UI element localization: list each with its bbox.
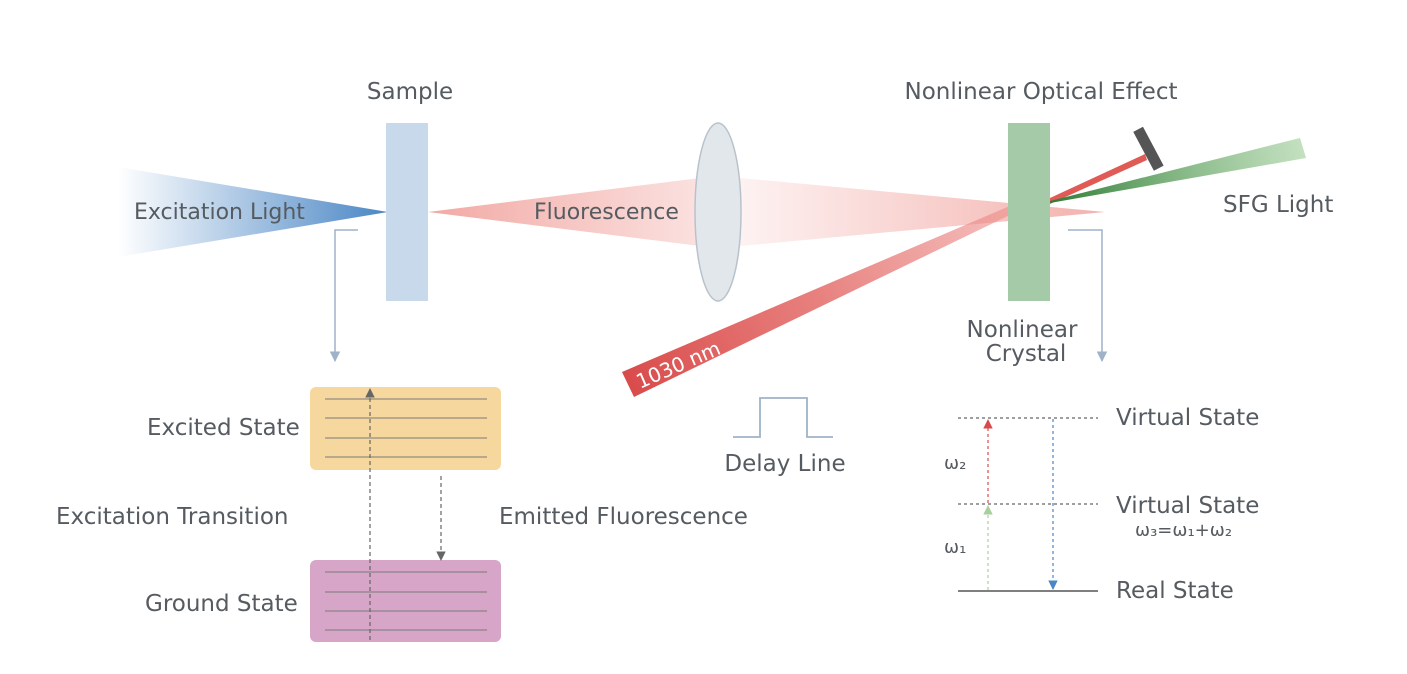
excitation-light-label: Excitation Light [134,200,305,225]
real-state-label: Real State [1116,578,1234,604]
omega-sum-label: ω₃=ω₁+ω₂ [1135,520,1233,541]
sample-connector [329,229,358,363]
excited-state-label: Excited State [147,415,300,441]
emitted-fluorescence-label: Emitted Fluorescence [499,504,748,530]
delay-line-symbol [733,397,833,438]
virtual-state-lower-label: Virtual State [1116,493,1260,519]
fluorescence-beam-out [740,178,1105,246]
fluorescence-beam-in [428,178,700,246]
sfg-light-label: SFG Light [1223,192,1334,218]
fluorescence-label: Fluorescence [534,200,679,225]
laser-wavelength-label: 1030 nm [632,336,724,394]
nonlinear-effect-label: Nonlinear Optical Effect [904,79,1178,105]
crystal-connector [1068,229,1108,363]
excitation-beam [118,167,388,257]
excited-state-levels [325,398,487,458]
excited-state-band [310,387,501,470]
nonlinear-crystal-label-line1: Nonlinear [966,317,1078,343]
virtual-state-upper-label: Virtual State [1116,405,1260,431]
nonlinear-crystal-label-line2: Crystal [985,341,1067,367]
residual-laser-beam [1050,154,1147,204]
ground-state-band [310,560,501,642]
omega1-label: ω₁ [944,537,967,558]
lens [694,122,742,302]
laser-beam-1030nm [622,205,1014,397]
sample-plate [386,123,428,301]
ground-state-label: Ground State [145,591,298,617]
sample-label: Sample [366,79,454,105]
delay-line-label: Delay Line [724,451,846,477]
sfg-beam [1050,138,1306,203]
omega2-label: ω₂ [944,453,967,474]
excitation-transition-label: Excitation Transition [56,504,289,530]
beam-dump [1133,126,1164,171]
ground-state-levels [325,571,487,631]
nonlinear-crystal [1008,123,1050,301]
